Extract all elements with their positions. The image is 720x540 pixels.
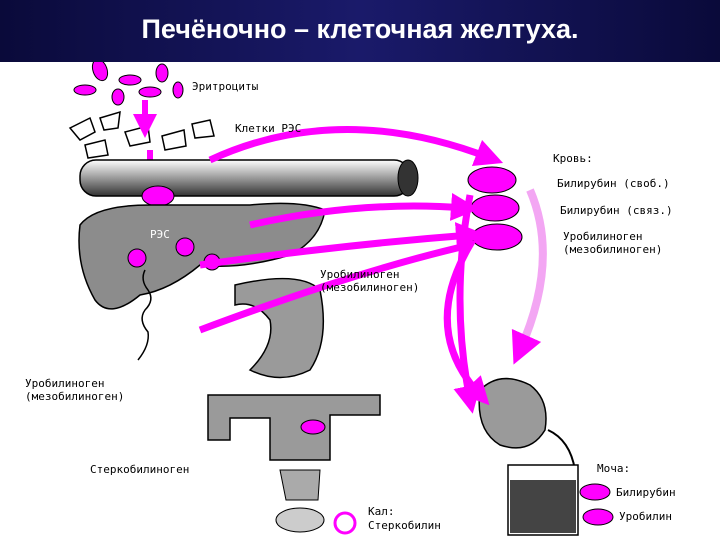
stercobilin-dot [333, 511, 357, 535]
label-bilirubin-bound: Билирубин (связ.) [560, 204, 673, 217]
liver-dot-2 [175, 237, 195, 257]
label-stercobilinogen: Стеркобилиноген [90, 463, 190, 476]
arrow-light-blood-to-kidney [511, 188, 547, 365]
label-stercobilin: Стеркобилин [368, 519, 441, 532]
liver [78, 202, 326, 310]
kidney [478, 377, 547, 449]
arrow-liver-urobilinogen [199, 222, 484, 269]
label-urobilinogen-center-2: (мезобилиноген) [320, 281, 420, 294]
page-title: Печёночно – клеточная желтуха. [141, 14, 579, 44]
label-feces: Кал: [368, 505, 395, 518]
arrow-res-to-blood [208, 126, 504, 167]
label-urobilinogen-right-2: (мезобилиноген) [563, 243, 663, 256]
label-urobilinogen-left-1: Уробилиноген [25, 377, 105, 390]
stercobilinogen-dot [300, 419, 326, 435]
portal-return-arrow [137, 269, 152, 361]
label-erythrocytes: Эритроциты [192, 80, 259, 93]
bilirubin-free-dot-vessel [141, 185, 175, 207]
liver-dot-1 [127, 248, 147, 268]
feces-mass [275, 507, 325, 533]
urine-fill [510, 480, 576, 533]
blood-bilirubin-bound-dot [470, 194, 520, 222]
label-res-cells: Клетки РЭС [235, 122, 302, 135]
label-urobilinogen-left-2: (мезобилиноген) [25, 390, 125, 403]
res-liver-label: РЭС [150, 228, 170, 241]
label-urobilinogen-right-1: Уробилиноген [563, 230, 643, 243]
label-urine: Моча: [597, 462, 631, 475]
label-urine-urobilin: Уробилин [619, 510, 672, 523]
urine-urobilin-dot [582, 508, 614, 526]
arrow-blood-to-kidney [453, 194, 481, 414]
arrow-liver-to-blood [249, 192, 479, 229]
label-bilirubin-free: Билирубин (своб.) [557, 177, 670, 190]
erythrocytes-group [73, 62, 184, 106]
urine-bilirubin-dot [579, 483, 611, 501]
blood-bilirubin-free-dot [467, 166, 517, 194]
blood-urobilinogen-dot [471, 223, 523, 251]
label-blood: Кровь: [553, 152, 593, 165]
duodenum [234, 277, 325, 379]
label-urine-bilirubin: Билирубин [616, 486, 676, 499]
blood-vessel [79, 159, 411, 197]
jaundice-diagram: РЭС [68, 62, 614, 536]
rectum [279, 469, 321, 501]
ureter [547, 429, 576, 471]
title-bar: Печёночно – клеточная желтуха. [0, 0, 720, 62]
colon [207, 394, 381, 461]
vessel-end [397, 159, 419, 197]
label-urobilinogen-center-1: Уробилиноген [320, 268, 400, 281]
